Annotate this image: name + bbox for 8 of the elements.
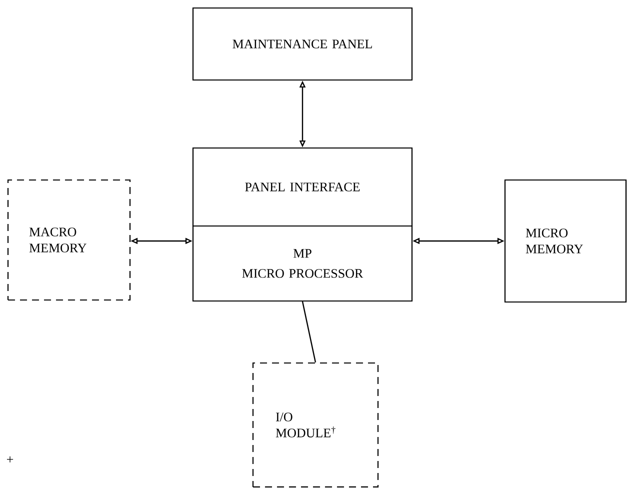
processor-box: MP MICRO PROCESSOR bbox=[192, 225, 413, 302]
module-box: I/O MODULE$^{†}$ bbox=[252, 362, 379, 488]
memory-box: MICRO MEMORY bbox=[504, 179, 627, 303]
panel-box: MAINTENANCE PANEL bbox=[192, 7, 413, 81]
memory-box: MACRO MEMORY bbox=[7, 179, 131, 301]
processor-box: PANEL INTERFACE bbox=[192, 147, 413, 227]
note-mark: + bbox=[6, 456, 14, 462]
connector-line bbox=[302, 301, 316, 363]
